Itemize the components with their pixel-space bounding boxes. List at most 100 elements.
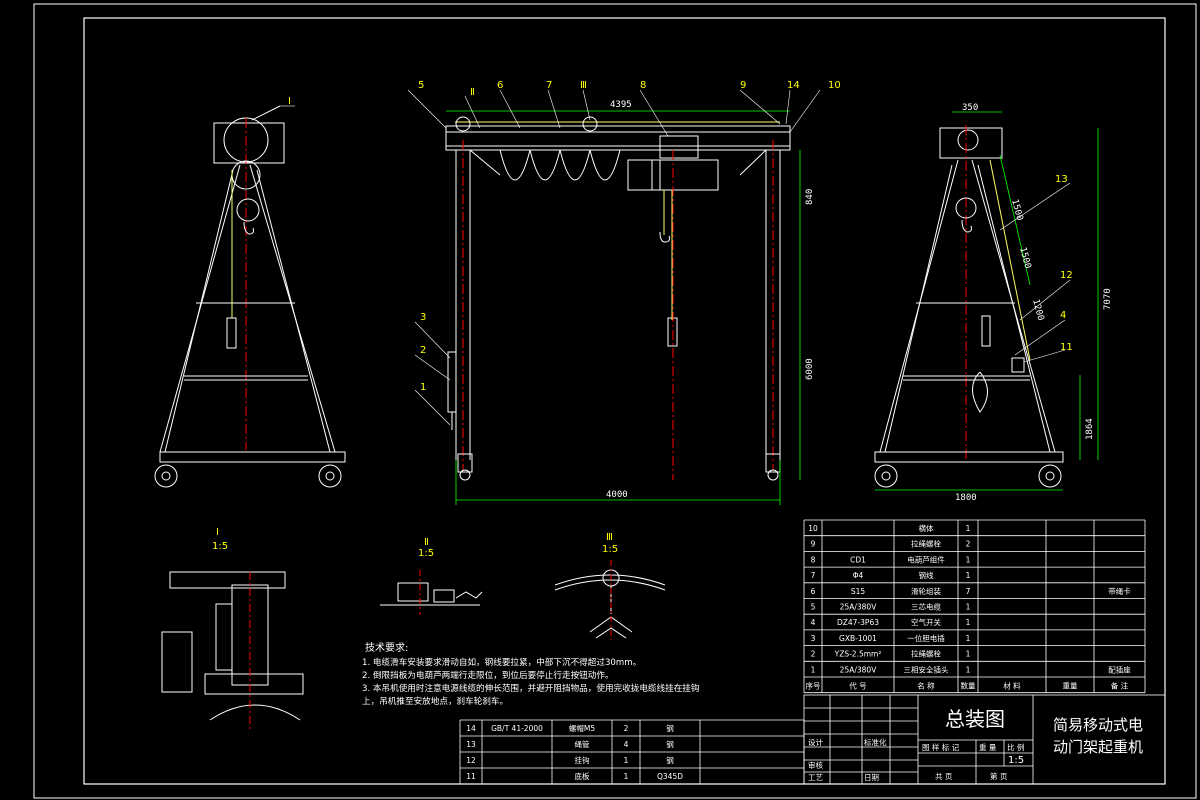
stage-header: 图 样 标 记 [922,742,960,752]
bom-cell: 3 [811,634,816,643]
drawing-name-line1: 简易移动式电 [1053,716,1143,734]
dim-brace-1: 1500 [1009,198,1024,222]
bom-cell: 1 [811,665,816,674]
bom-lower-cell: 挂钩 [575,755,590,765]
bom-cell: YZS-2.5mm² [834,650,882,659]
bom-cell: 2 [966,540,971,549]
bom-cell: 配插座 [1108,664,1131,674]
callout-14: 14 [787,80,800,91]
callout-i: Ⅰ [288,96,291,107]
bom-cell: 拉绳螺栓 [911,539,941,549]
bom-cell: 滑轮组装 [911,586,941,596]
drawing-title: 总装图 [945,707,1005,731]
callout-leaders [280,89,1071,426]
detail-iii-roman: Ⅲ [606,532,613,543]
front-view [445,116,791,481]
dim-span-top: 4395 [610,100,632,110]
callout-3: 3 [420,312,426,323]
bom-cell: 一位胆电插 [907,633,945,643]
detail-iii-scale: 1:5 [602,544,618,555]
callout-2: 2 [420,345,426,356]
scale-header: 比 例 [1007,742,1024,752]
callout-7: 7 [546,80,552,91]
callout-13: 13 [1055,174,1068,185]
weight-header: 重 量 [979,743,997,752]
tech-line-4: 上，吊机推至安放地点，刹车轮刹车。 [362,695,508,707]
right-side-view [874,125,1064,488]
bom-cell: 6 [811,587,816,596]
left-side-view [154,105,346,488]
detail-ii-roman: Ⅱ [424,537,429,548]
bom-header-cell: 数量 [961,681,976,691]
callout-iii: Ⅲ [580,80,587,91]
detail-i-roman: Ⅰ [216,527,219,538]
bom-cell: 1 [966,555,971,564]
dim-span-bottom: 4000 [606,490,628,500]
bom-cell: 三芯电缆 [911,602,941,612]
bom-lower-cell: Q345D [657,772,683,781]
tech-line-3: 3. 本吊机使用时注意电源线缆的伸长范围，并避开阻挡物品，使用完收拢电缆线挂在挂… [362,682,700,694]
bom-lower-cell: 2 [624,724,629,733]
detail-labels: Ⅰ 1:5 Ⅱ 1:5 Ⅲ 1:5 [212,527,618,559]
callout-6: 6 [497,80,503,91]
dim-width-side: 1800 [955,493,977,503]
bom-header-cell: 名 称 [917,681,935,691]
bom-cell: 10 [808,524,818,533]
bom-lower-cell: GB/T 41-2000 [491,724,543,733]
bom-cell: 带绳卡 [1108,586,1131,596]
bom-cell: 25A/380V [840,603,878,612]
bom-cell: DZ47-3P63 [837,618,879,627]
bom-cell: 钢线 [919,570,934,580]
dim-height-hoist: 840 [805,189,815,205]
bom-cell: 1 [966,618,971,627]
bom-cell: 1 [966,650,971,659]
tech-heading: 技术要求: [365,641,408,654]
bom-lower-cell: 绳管 [575,739,590,749]
bom-lower-cell: 底板 [575,771,590,781]
bom-upper-table [803,519,1146,694]
callout-labels: 5 Ⅱ 6 7 Ⅲ 8 9 14 10 3 2 1 13 12 4 11 Ⅰ [288,80,1073,393]
bom-cell: 7 [966,587,971,596]
sheet-total: 共 页 [935,772,953,781]
bom-header-cell: 材 料 [1003,681,1021,691]
callout-12: 12 [1060,270,1073,281]
bom-cell: CD1 [850,555,866,564]
bom-lower-cell: 钢 [666,723,674,733]
dimension-lines [446,110,1099,505]
dim-top-side: 350 [962,103,978,113]
bom-header-cell: 重量 [1063,682,1079,691]
sign-standard: 标准化 [864,737,887,747]
bom-lower-cell: 4 [624,740,629,749]
bom-lower-cell: 钢 [666,739,674,749]
title-block [803,694,1166,785]
bom-lower-cell: 14 [466,724,476,733]
bom-cell: 25A/380V [840,665,878,674]
sign-designer: 设计 [808,737,823,747]
sign-date: 日期 [864,773,879,782]
detail-i-scale: 1:5 [212,541,228,552]
bom-cell: 拉绳螺栓 [911,649,941,659]
bom-lower-table [459,719,805,785]
callout-ii: Ⅱ [470,87,475,98]
callout-8: 8 [640,80,646,91]
callout-5: 5 [418,80,424,91]
bom-cell: 2 [811,650,816,659]
bom-cell: 9 [811,540,816,549]
bom-cell: 5 [811,603,816,612]
bom-lower-cell: 13 [466,740,476,749]
scale-value: 1:5 [1008,755,1024,766]
callout-4: 4 [1060,310,1066,321]
callout-10: 10 [828,80,841,91]
bom-lower-cell: 钢 [666,755,674,765]
dim-height-bottom: 1864 [1085,418,1095,440]
bom-header-cell: 代 号 [849,681,866,691]
bom-cell: 1 [966,603,971,612]
bom-cell: 1 [966,665,971,674]
bom-lower-cell: 1 [624,772,629,781]
bom-cell: 电葫芦组件 [907,554,945,564]
bom-cell: Φ4 [853,571,864,580]
callout-9: 9 [740,80,746,91]
